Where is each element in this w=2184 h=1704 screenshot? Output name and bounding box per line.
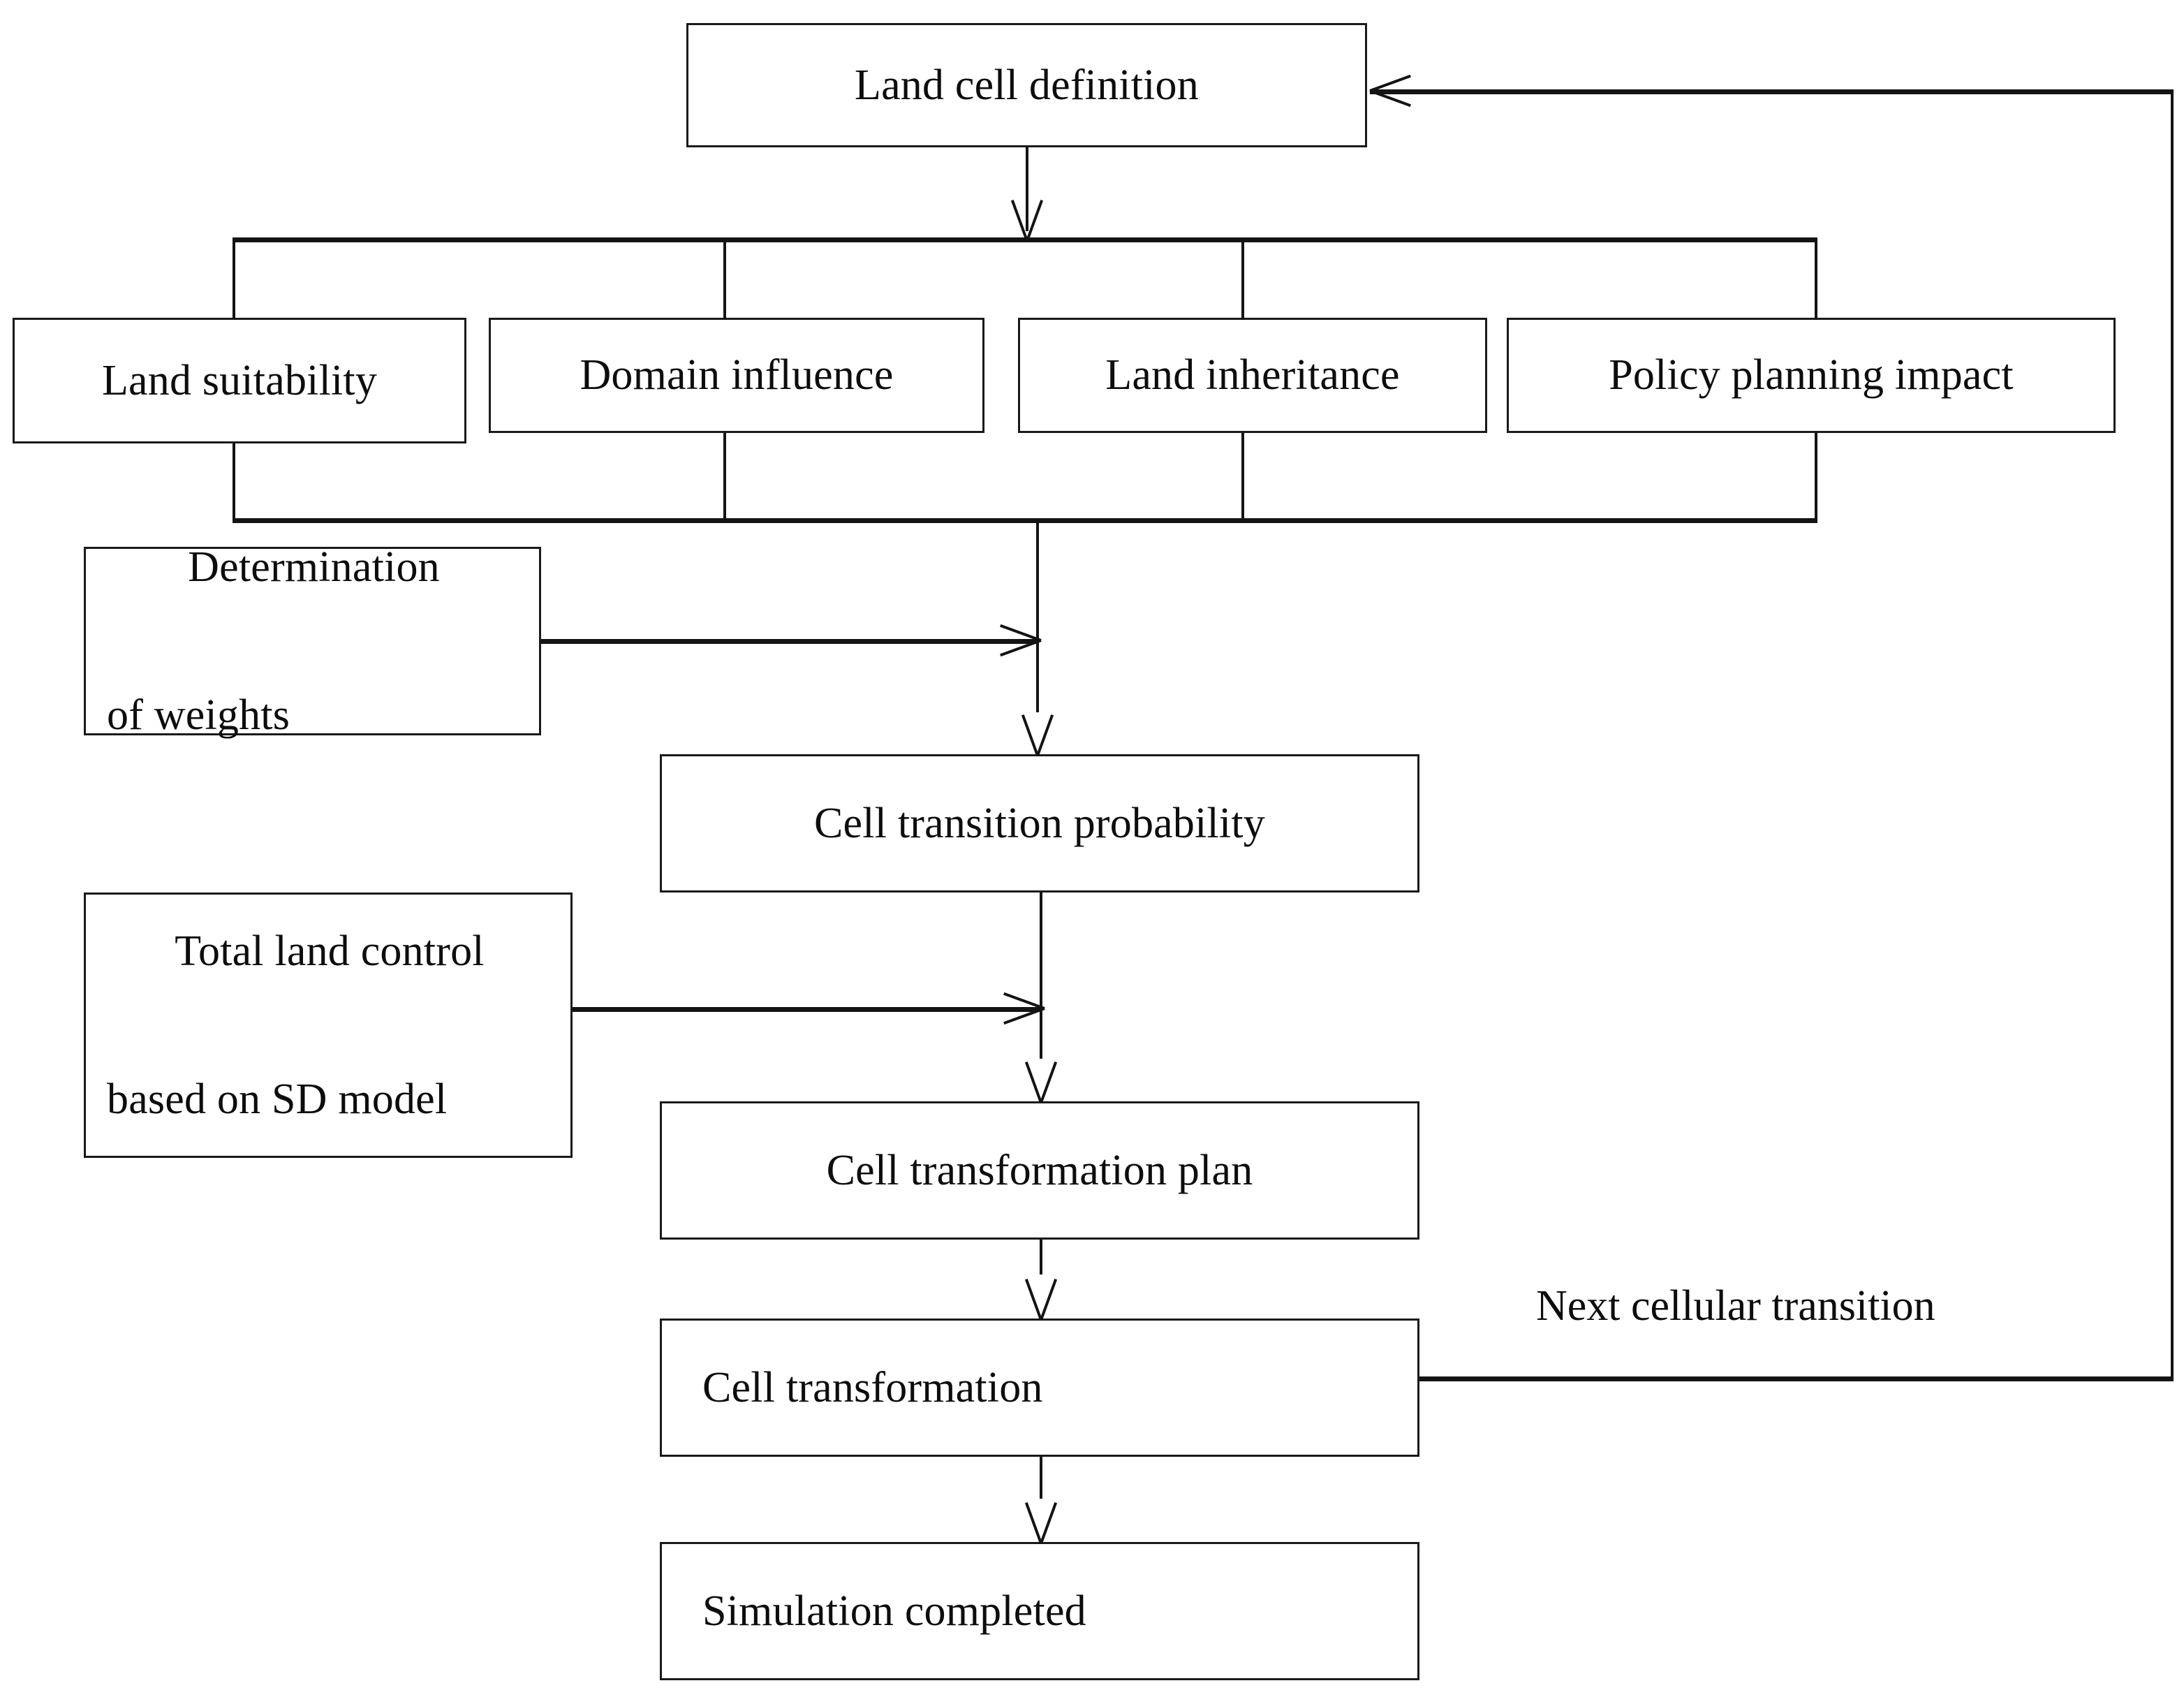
edge-plan-to-transformation — [1040, 1240, 1042, 1275]
node-label-line2: based on SD model — [107, 1075, 448, 1124]
node-label: Cell transformation — [702, 1363, 1043, 1411]
node-label: Land inheritance — [1105, 351, 1400, 399]
node-label-line1: Total land control — [175, 927, 485, 975]
bus-top-distribution — [233, 237, 1817, 242]
node-label: Policy planning impact — [1609, 351, 2014, 399]
node-land-cell-definition[interactable]: Land cell definition — [686, 23, 1367, 147]
node-cell-transformation[interactable]: Cell transformation — [660, 1319, 1419, 1457]
edge-bus-to-domain-influence — [723, 237, 726, 320]
node-simulation-completed[interactable]: Simulation completed — [660, 1542, 1419, 1680]
node-label-line2: of weights — [107, 691, 290, 740]
node-label: Simulation completed — [702, 1587, 1086, 1635]
edge-policy-planning-impact-to-bus — [1815, 433, 1817, 520]
node-label: Determination of weights — [86, 467, 539, 816]
node-label: Cell transformation plan — [826, 1146, 1253, 1194]
edge-probability-to-plan — [1040, 893, 1042, 1059]
edge-bus-to-cell-transition-probability — [1036, 518, 1039, 712]
edge-total-land-control-to-trunk — [573, 1007, 1042, 1012]
edge-determination-to-trunk — [541, 639, 1038, 644]
node-cell-transition-probability[interactable]: Cell transition probability — [660, 754, 1419, 893]
edge-land-inheritance-to-bus — [1241, 433, 1244, 520]
node-determination-of-weights[interactable]: Determination of weights — [84, 543, 541, 739]
node-cell-transformation-plan[interactable]: Cell transformation plan — [660, 1101, 1419, 1240]
edge-bus-to-policy-planning-impact — [1815, 237, 1817, 320]
node-label: Total land control based on SD model — [86, 851, 570, 1200]
node-label: Domain influence — [580, 351, 894, 399]
node-domain-influence[interactable]: Domain influence — [489, 318, 984, 433]
bus-lower-collection — [233, 518, 1817, 523]
node-label: Land cell definition — [855, 61, 1199, 109]
node-label: Cell transition probability — [814, 799, 1265, 847]
edge-bus-to-land-inheritance — [1241, 237, 1244, 320]
node-policy-planning-impact[interactable]: Policy planning impact — [1507, 318, 2116, 433]
edge-definition-to-bus — [1026, 147, 1028, 231]
label-next-cellular-transition: Next cellular transition — [1536, 1282, 1935, 1330]
edge-transformation-to-simulation — [1040, 1457, 1042, 1499]
edge-feedback-vertical-right — [2171, 91, 2174, 1380]
edge-domain-influence-to-bus — [723, 433, 726, 520]
node-label: Land suitability — [101, 356, 378, 404]
edge-land-suitability-to-bus — [233, 443, 235, 520]
edge-feedback-horizontal-top — [1370, 89, 2174, 94]
edge-feedback-horizontal-bottom — [1419, 1376, 2174, 1381]
node-label-line1: Determination — [188, 543, 440, 591]
node-land-suitability[interactable]: Land suitability — [13, 318, 466, 443]
node-land-inheritance[interactable]: Land inheritance — [1018, 318, 1487, 433]
node-total-land-control[interactable]: Total land control based on SD model — [84, 893, 573, 1158]
edge-bus-to-land-suitability — [233, 237, 235, 320]
